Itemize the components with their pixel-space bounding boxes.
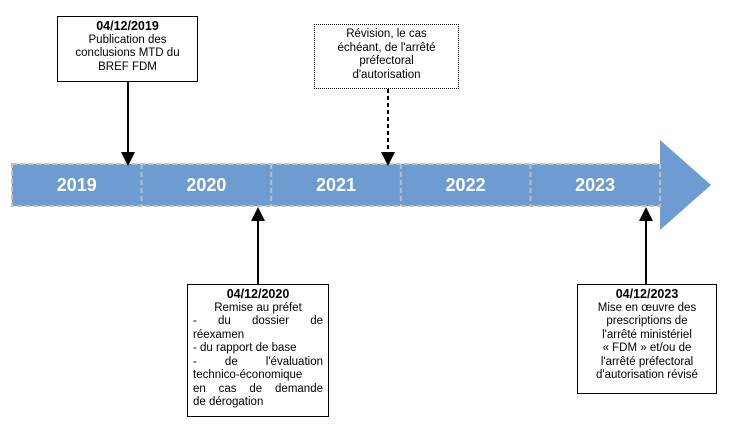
event-item: - du rapport de base: [193, 342, 297, 354]
event-box-2020: 04/12/2020 Remise au préfet - du dossier…: [187, 284, 329, 417]
event-text: échéant, de l'arrêté: [337, 41, 436, 54]
event-text: prescriptions de: [606, 315, 688, 327]
event-text: d'autorisation révisé: [596, 369, 698, 381]
arrowhead-2019: [121, 152, 135, 166]
event-item: - de l'évaluation: [193, 355, 323, 368]
event-box-2023: 04/12/2023 Mise en œuvre des prescriptio…: [577, 284, 717, 394]
event-box-2019: 04/12/2019 Publication des conclusions M…: [57, 16, 198, 82]
event-item: réexamen: [193, 328, 245, 341]
event-item: en cas de demande: [193, 382, 323, 395]
event-text: d'autorisation: [352, 68, 421, 81]
year-label: 2019: [56, 174, 97, 195]
event-item: technico-économique: [193, 369, 303, 381]
arrowhead-2023: [639, 207, 653, 221]
event-date: 04/12/2023: [615, 287, 679, 301]
event-text: Publication des: [88, 33, 167, 46]
event-box-2021: Révision, le cas échéant, de l'arrêté pr…: [314, 24, 459, 89]
year-label: 2023: [575, 174, 616, 195]
event-text: l'arrêté préfectoral: [600, 355, 694, 368]
event-date: 04/12/2020: [226, 287, 290, 301]
year-label: 2022: [445, 174, 486, 195]
event-text: BREF FDM: [98, 60, 157, 73]
event-text: conclusions MTD du: [75, 47, 180, 59]
arrowhead-2020: [251, 207, 265, 221]
arrowhead-2021: [381, 152, 395, 166]
event-date: 04/12/2019: [96, 19, 159, 33]
event-title: Remise au préfet: [214, 301, 302, 314]
year-label: 2020: [186, 174, 227, 195]
year-label: 2021: [315, 174, 356, 195]
year-labels: 2019 2020 2021 2022 2023: [12, 164, 660, 206]
event-text: Révision, le cas: [346, 28, 427, 40]
event-text: Mise en œuvre des: [597, 301, 697, 314]
timeline-arrow: [12, 140, 711, 230]
event-item: de dérogation: [193, 396, 264, 408]
event-item: - du dossier de: [193, 315, 323, 327]
event-text: l'arrêté ministériel: [602, 328, 692, 341]
event-text: « FDM » et/ou de: [602, 342, 692, 354]
timeline-band-outline: [11, 163, 661, 207]
event-text: préfectoral: [359, 55, 414, 67]
